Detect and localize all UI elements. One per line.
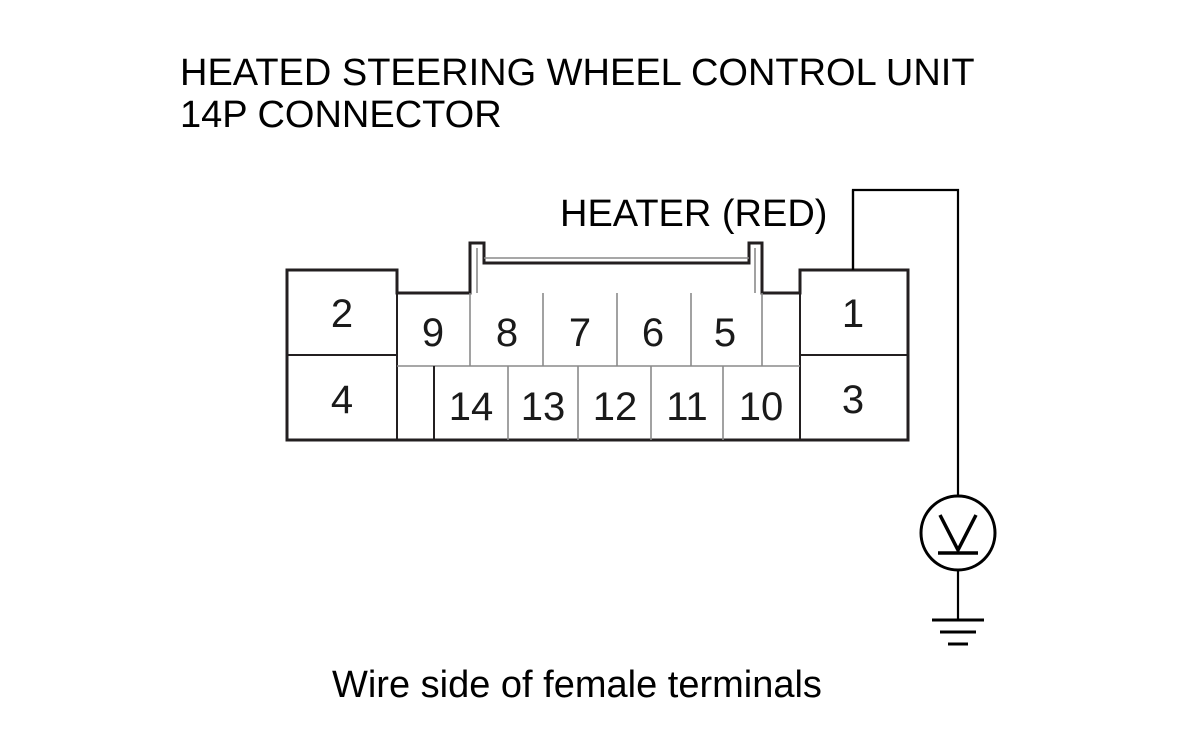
diagram-title-line2: 14P CONNECTOR xyxy=(180,94,502,136)
terminal-3: 3 xyxy=(842,378,864,422)
heater-wire-label: HEATER (RED) xyxy=(560,193,827,235)
terminal-12: 12 xyxy=(593,385,638,429)
terminal-6: 6 xyxy=(642,311,664,355)
terminal-5: 5 xyxy=(714,311,736,355)
cavity-grid xyxy=(287,293,908,440)
diagram-footer-caption: Wire side of female terminals xyxy=(332,664,822,706)
probe-wire xyxy=(851,188,960,496)
terminal-13: 13 xyxy=(521,385,566,429)
connector-body xyxy=(285,241,910,442)
terminal-labels: 2 4 1 3 9 8 7 6 5 14 13 12 11 10 xyxy=(331,292,864,429)
terminal-14: 14 xyxy=(449,385,494,429)
terminal-2: 2 xyxy=(331,292,353,336)
ground-icon xyxy=(932,570,984,646)
diagram-title-line1: HEATED STEERING WHEEL CONTROL UNIT xyxy=(180,52,975,94)
terminal-4: 4 xyxy=(331,378,353,422)
voltmeter-icon xyxy=(919,494,997,572)
terminal-1: 1 xyxy=(842,292,864,336)
terminal-8: 8 xyxy=(496,311,518,355)
locking-tab xyxy=(476,248,756,293)
terminal-10: 10 xyxy=(739,385,784,429)
terminal-9: 9 xyxy=(422,311,444,355)
terminal-7: 7 xyxy=(569,311,591,355)
terminal-11: 11 xyxy=(666,385,708,429)
